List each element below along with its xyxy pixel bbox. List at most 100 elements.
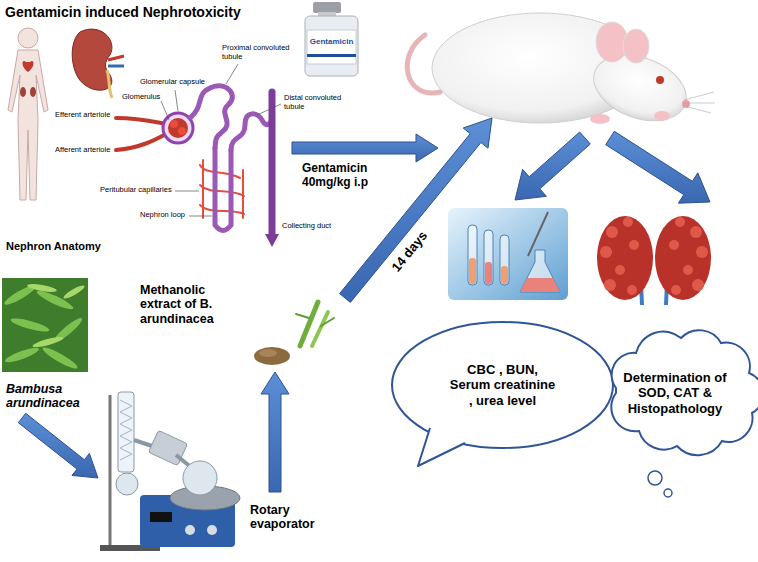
bubble-tail <box>418 428 465 466</box>
bamboo-photo <box>2 278 88 372</box>
bamboo-photo <box>32 335 64 349</box>
flow-arrow <box>18 118 710 492</box>
kidneys-picture <box>629 240 639 250</box>
node-text: Determination of SOD, CAT & Histopatholo… <box>620 370 730 417</box>
kidneys-picture <box>597 216 653 300</box>
kidneys-picture <box>597 216 711 305</box>
lab-tests-picture <box>520 278 560 292</box>
kidney-illustration <box>108 56 124 60</box>
leader-line <box>161 101 169 120</box>
nephron-drawing <box>178 127 186 135</box>
human-body <box>8 28 48 200</box>
lab-tests-picture <box>520 250 560 292</box>
figure-label: Gentamicin <box>305 37 358 46</box>
rotary-evaporator <box>185 525 195 535</box>
lab-tests-picture <box>485 262 492 284</box>
kidney-illustration <box>107 70 112 98</box>
leader-line <box>175 191 199 192</box>
bamboo-photo <box>2 278 88 372</box>
leader-line <box>161 64 281 216</box>
flow-arrow <box>606 131 710 203</box>
thought-dot <box>664 489 672 497</box>
human-body <box>23 61 34 72</box>
rotary-evaporator <box>109 395 112 548</box>
lab-tests-picture <box>468 225 477 285</box>
figure-label: Rotary evaporator <box>250 503 334 532</box>
extract-powder <box>254 347 290 365</box>
figure-label: Distal convoluted tubule <box>284 94 348 111</box>
figure-label: Proximal convoluted tubule <box>222 44 294 61</box>
human-body <box>18 28 38 48</box>
rotary-evaporator <box>100 392 240 551</box>
kidney-illustration <box>108 65 124 68</box>
flow-arrow <box>340 118 492 302</box>
flow-arrow <box>515 132 590 200</box>
rat-illustration <box>407 13 715 133</box>
kidneys-picture <box>675 217 685 227</box>
figure-label: 14 days <box>389 229 431 275</box>
figure-label: Peritubular capillaries <box>100 186 172 195</box>
figure-label: Efferent arteriole <box>55 111 110 120</box>
kidneys-picture <box>604 279 616 291</box>
rat-illustration <box>656 76 664 84</box>
bamboo-sprout <box>296 314 334 326</box>
figure-label: Bambusa arundinacea <box>6 382 101 411</box>
bamboo-photo <box>4 345 41 365</box>
figure-label: Glomerulus <box>122 93 160 102</box>
lab-tests-picture <box>448 208 568 300</box>
kidneys-picture <box>600 217 708 295</box>
figure-label: Afferent arteriole <box>55 146 110 155</box>
flow-arrow <box>18 413 98 478</box>
human-body <box>20 87 26 97</box>
leader-line <box>175 90 178 111</box>
nephron-drawing <box>168 118 188 138</box>
nephron-drawing <box>170 120 178 128</box>
rotary-evaporator <box>118 392 134 472</box>
rat-illustration <box>590 114 610 124</box>
kidneys-picture <box>669 240 679 250</box>
vial-illustration <box>307 30 356 64</box>
nephron-drawing <box>265 234 279 247</box>
flow-arrow <box>261 372 289 492</box>
thought-dot <box>648 471 662 485</box>
kidneys-picture <box>615 265 625 275</box>
vial-illustration <box>305 16 358 76</box>
nephron-drawing <box>269 92 276 236</box>
diagram-title: Gentamicin induced Nephrotoxicity <box>5 4 241 20</box>
bamboo-photo <box>10 316 51 334</box>
thought-cloud: Determination of SOD, CAT & Histopatholo… <box>596 328 754 458</box>
figure-label: Nephron loop <box>140 211 185 220</box>
rat-illustration <box>684 92 715 113</box>
kidneys-picture <box>671 285 681 295</box>
lab-tests-picture <box>448 208 568 300</box>
nephron-drawing <box>200 160 244 218</box>
nephron-drawing <box>231 114 272 150</box>
lab-tests-picture <box>469 258 476 284</box>
nephron-drawing <box>116 86 279 247</box>
lab-tests-picture <box>528 212 548 256</box>
nephron-drawing <box>116 118 166 124</box>
leader-line <box>257 104 281 115</box>
extract-powder <box>259 349 277 357</box>
bamboo-sprout <box>296 302 334 346</box>
nephron-drawing <box>190 86 232 148</box>
figure-label: Glomerular capsule <box>140 78 205 87</box>
figure-label: Nephron Anatomy <box>6 240 101 253</box>
kidneys-picture <box>692 279 704 291</box>
kidneys-picture <box>696 246 708 258</box>
nephron-drawing <box>215 148 231 231</box>
kidneys-picture <box>690 226 702 238</box>
node-outline <box>392 322 613 448</box>
leader-line <box>189 216 212 217</box>
kidneys-picture <box>600 246 612 258</box>
node-text: CBC , BUN, Serum creatinine , urea level <box>449 362 557 409</box>
vial-illustration <box>307 54 356 57</box>
bamboo-photo <box>27 282 86 349</box>
flow-arrow <box>292 134 438 162</box>
lab-tests-picture <box>484 230 493 285</box>
figure-label: Collecting duct <box>282 222 334 231</box>
rotary-evaporator <box>116 473 138 495</box>
